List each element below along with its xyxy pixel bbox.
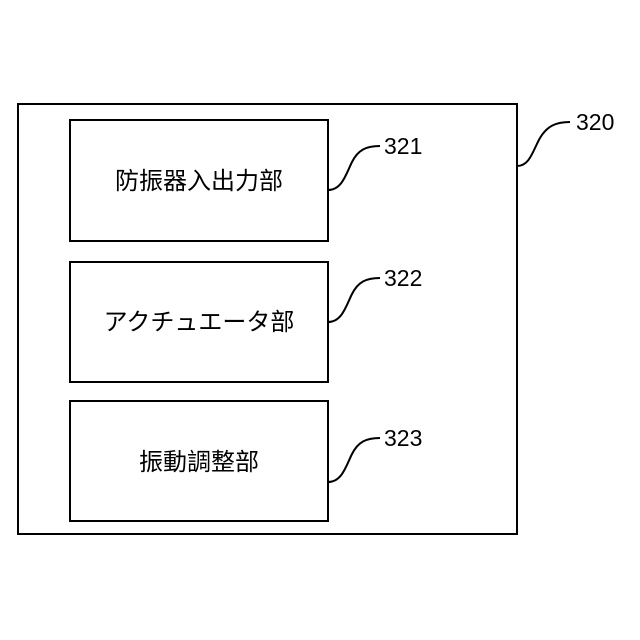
block-2-ref-label: 322	[384, 265, 422, 291]
block-3-label: 振動調整部	[139, 448, 259, 476]
block-3-ref-label: 323	[384, 425, 422, 451]
block-1-label: 防振器入出力部	[115, 167, 283, 195]
outer-ref-label: 320	[576, 109, 614, 135]
outer-leader-line	[517, 122, 570, 166]
block-3-leader-line	[328, 438, 380, 482]
block-2-leader-line	[328, 278, 380, 322]
block-1-leader-line	[328, 146, 380, 190]
block-1-ref-label: 321	[384, 133, 422, 159]
block-2-label: アクチュエータ部	[104, 308, 295, 336]
